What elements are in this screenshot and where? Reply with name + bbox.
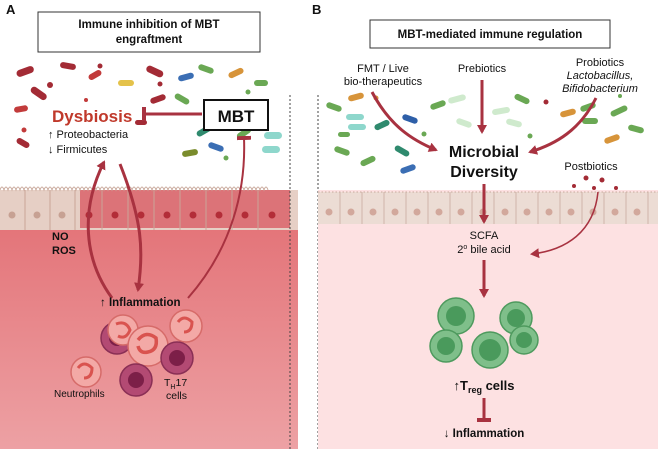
neutrophils-label: Neutrophils — [54, 389, 105, 400]
proteobacteria-label: ↑ Proteobacteria — [48, 129, 129, 141]
treg-main: T — [460, 378, 468, 393]
tissue-b — [318, 190, 658, 449]
fmt-label-line2: bio-therapeutics — [344, 76, 423, 88]
treg-sub: reg — [468, 385, 482, 395]
immune-cells-a — [70, 309, 203, 397]
postbiotics-label: Postbiotics — [564, 161, 618, 173]
firmicutes-label: ↓ Firmicutes — [48, 144, 108, 156]
panel-a-title-line1: Immune inhibition of MBT — [78, 19, 219, 31]
mbt-box — [203, 99, 269, 131]
postbiotics-arrow — [530, 191, 599, 259]
panel-b-title: MBT-mediated immune regulation — [398, 29, 583, 41]
dysbiosis-label: Dysbiosis — [52, 107, 132, 126]
fmt-label-line1: FMT / Live — [357, 63, 409, 75]
ros-label: ROS — [52, 245, 76, 257]
th17-main: T — [164, 377, 171, 389]
probiotics-label: Probiotics — [576, 57, 625, 69]
panel-a-title-box — [37, 11, 261, 53]
bile-prefix: 2 — [457, 244, 463, 256]
bacteria-cluster-a — [14, 62, 282, 161]
th17-sub: H — [170, 384, 175, 391]
bifidobacterium-label: Bifidobacterium — [562, 83, 638, 95]
panel-a-title-line2: engraftment — [116, 34, 183, 46]
treg-label: ↑Treg cells — [454, 378, 515, 395]
no-ros-arrow — [86, 160, 114, 299]
treg-rest: cells — [482, 378, 515, 393]
probiotics-arrow — [528, 97, 598, 155]
th17-cells-label: cells — [166, 390, 187, 402]
panel-b: B MBT-mediated immune regulation — [312, 2, 658, 449]
panel-b-title-box — [369, 19, 611, 49]
inflammation-up-label: ↑ Inflammation — [100, 297, 181, 309]
epithelium-a — [0, 186, 298, 230]
bile-sup: o — [463, 244, 467, 251]
scfa-label: SCFA — [470, 230, 499, 242]
bile-acid-label: 2o bile acid — [457, 244, 510, 256]
panel-b-letter: B — [312, 2, 321, 17]
inflammation-inhibits-mbt-arrow — [187, 135, 252, 299]
panel-a: A Immune inhibition of MBT engraftment — [0, 2, 298, 449]
dysbiosis-to-inflammation-arrow — [118, 163, 144, 292]
th17-rest: 17 — [175, 377, 187, 389]
diversity-label: Diversity — [450, 164, 518, 181]
mbt-label: MBT — [218, 107, 255, 126]
proteobacteria-text: ↑ Proteobacteria — [48, 129, 129, 141]
prebiotics-label: Prebiotics — [458, 63, 507, 75]
bacteria-cluster-b — [326, 92, 644, 190]
fmt-arrow — [370, 91, 438, 152]
treg-arrow: ↑ — [454, 378, 461, 393]
no-label: NO — [52, 231, 69, 243]
bile-rest: bile acid — [467, 244, 510, 256]
lactobacillus-label: Lactobacillus, — [567, 70, 634, 82]
microbial-label: Microbial — [449, 144, 519, 161]
tissue-a — [0, 190, 298, 449]
th17-label: TH17 — [164, 377, 187, 391]
treg-cells — [429, 297, 539, 369]
firmicutes-text: ↓ Firmicutes — [48, 144, 108, 156]
panel-a-letter: A — [6, 2, 16, 17]
epithelium-b — [318, 191, 658, 224]
inflammation-down-label: ↓ Inflammation — [444, 428, 525, 440]
